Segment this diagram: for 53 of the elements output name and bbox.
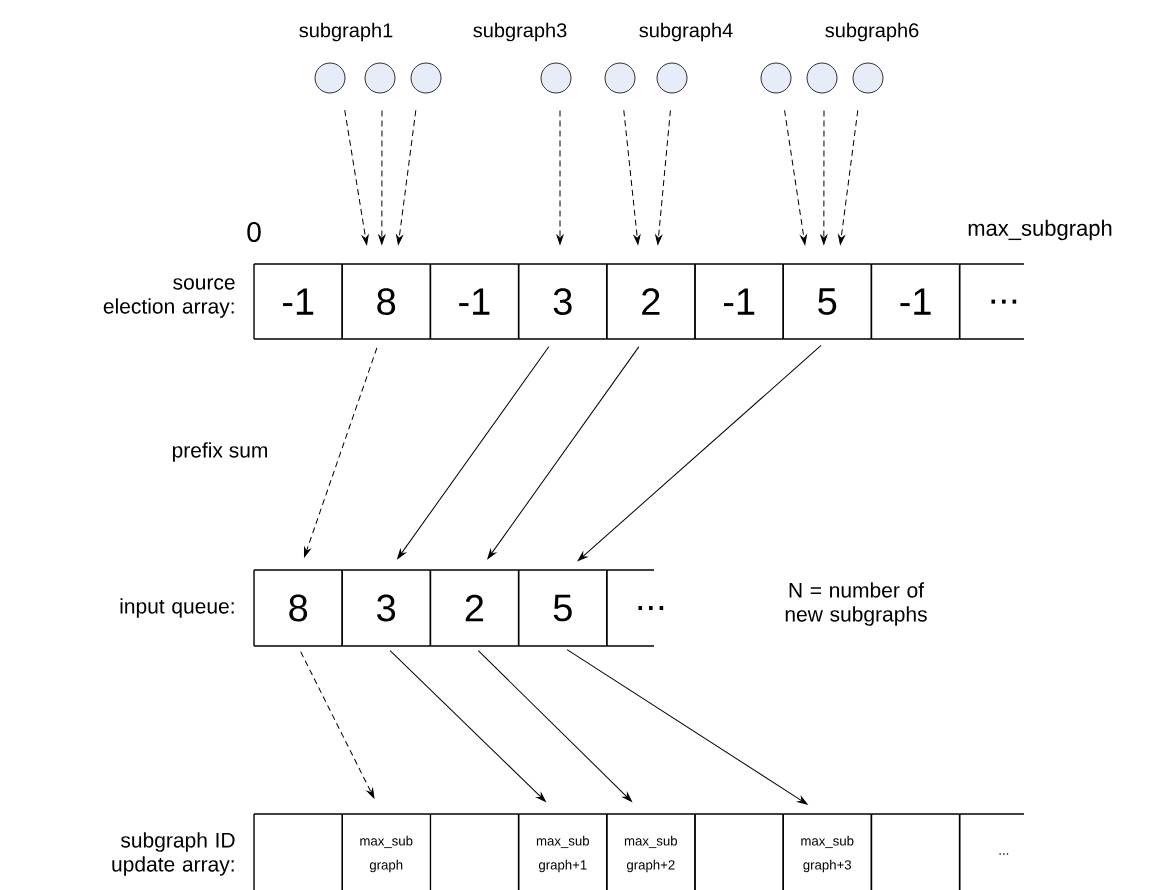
arrow bbox=[655, 109, 671, 245]
circle bbox=[760, 62, 792, 94]
array-cell bbox=[253, 813, 343, 890]
array-cell: ... bbox=[606, 569, 664, 647]
circle bbox=[852, 62, 884, 94]
label: subgraph4 bbox=[639, 22, 733, 42]
arrow bbox=[566, 649, 808, 805]
label: subgraph3 bbox=[473, 22, 567, 42]
label: N = number of new subgraphs bbox=[785, 582, 927, 626]
array-cell: ... bbox=[958, 263, 1025, 340]
label: prefix sum bbox=[172, 442, 267, 462]
arrow bbox=[577, 345, 822, 562]
label: subgraph1 bbox=[299, 22, 393, 42]
arrow bbox=[556, 109, 564, 245]
arrow bbox=[820, 109, 828, 245]
array-cell: 5 bbox=[517, 569, 608, 647]
circle bbox=[410, 62, 442, 94]
label: 0 bbox=[247, 222, 261, 242]
array-cell bbox=[694, 813, 784, 890]
circle bbox=[364, 62, 396, 94]
arrow bbox=[623, 109, 641, 245]
circle bbox=[656, 62, 688, 94]
array-cell bbox=[870, 813, 961, 890]
arrow bbox=[396, 109, 417, 245]
array-cell: -1 bbox=[429, 263, 520, 340]
circle bbox=[540, 62, 572, 94]
array-cell: 3 bbox=[517, 263, 608, 340]
array-cell: -1 bbox=[253, 263, 343, 340]
label: max_subgraph bbox=[968, 219, 1112, 241]
arrow bbox=[344, 109, 369, 245]
array-cell: -1 bbox=[870, 263, 961, 340]
array-cell: 2 bbox=[606, 263, 696, 340]
arrow bbox=[838, 109, 859, 245]
array-cell: 2 bbox=[429, 569, 520, 647]
arrow bbox=[303, 347, 378, 558]
array-cell: 8 bbox=[253, 569, 343, 647]
label: subgraph6 bbox=[825, 22, 919, 42]
arrow bbox=[389, 650, 546, 802]
label: input queue: bbox=[120, 598, 234, 618]
array-cell: 5 bbox=[782, 263, 873, 340]
array-cell: 8 bbox=[341, 263, 432, 340]
arrow bbox=[487, 346, 640, 560]
array-cell: -1 bbox=[694, 263, 784, 340]
array-cell: 3 bbox=[341, 569, 432, 647]
arrow bbox=[477, 650, 632, 802]
circle bbox=[806, 62, 838, 94]
arrow bbox=[300, 651, 375, 799]
arrow bbox=[784, 109, 807, 245]
arrow bbox=[397, 346, 550, 560]
circle bbox=[314, 62, 346, 94]
arrow bbox=[378, 109, 386, 245]
array-cell bbox=[429, 813, 520, 890]
circle bbox=[604, 62, 636, 94]
